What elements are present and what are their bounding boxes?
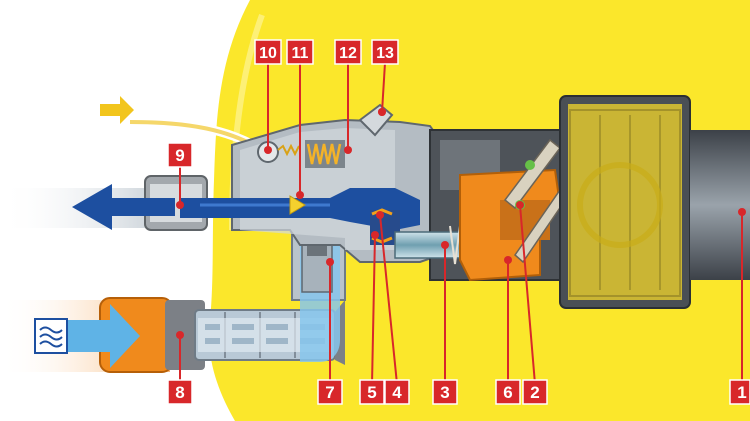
outlet-arrow-icon <box>72 184 175 230</box>
high-pressure-channel <box>180 188 420 230</box>
label-4: 4 <box>384 379 410 405</box>
control-spring <box>306 143 342 165</box>
label-6-text: 6 <box>503 383 512 402</box>
label-6: 6 <box>495 379 521 405</box>
label-10: 10 <box>254 39 282 65</box>
label-7-text: 7 <box>325 383 334 402</box>
label-13: 13 <box>371 39 399 65</box>
label-8: 8 <box>167 379 193 405</box>
label-3-text: 3 <box>440 383 449 402</box>
label-11: 11 <box>286 39 314 65</box>
label-1-text: 1 <box>737 383 746 402</box>
label-7: 7 <box>317 379 343 405</box>
label-5-text: 5 <box>367 383 376 402</box>
inlet-arrow <box>50 304 140 368</box>
label-12: 12 <box>334 39 362 65</box>
label-9-text: 9 <box>175 146 184 165</box>
leader-lines <box>179 62 743 385</box>
label-10-text: 10 <box>259 45 277 62</box>
label-2-text: 2 <box>530 383 539 402</box>
label-2: 2 <box>522 379 548 405</box>
label-8-text: 8 <box>175 383 184 402</box>
bypass-needle <box>289 195 306 215</box>
label-11-text: 11 <box>292 45 309 62</box>
label-9: 9 <box>167 142 193 168</box>
detergent-arrow-icon <box>100 96 134 124</box>
label-1: 1 <box>729 379 750 405</box>
label-13-text: 13 <box>376 45 394 62</box>
label-3: 3 <box>432 379 458 405</box>
label-5: 5 <box>359 379 385 405</box>
label-12-text: 12 <box>339 45 357 62</box>
motor-housing <box>690 130 750 280</box>
label-4-text: 4 <box>392 383 402 402</box>
